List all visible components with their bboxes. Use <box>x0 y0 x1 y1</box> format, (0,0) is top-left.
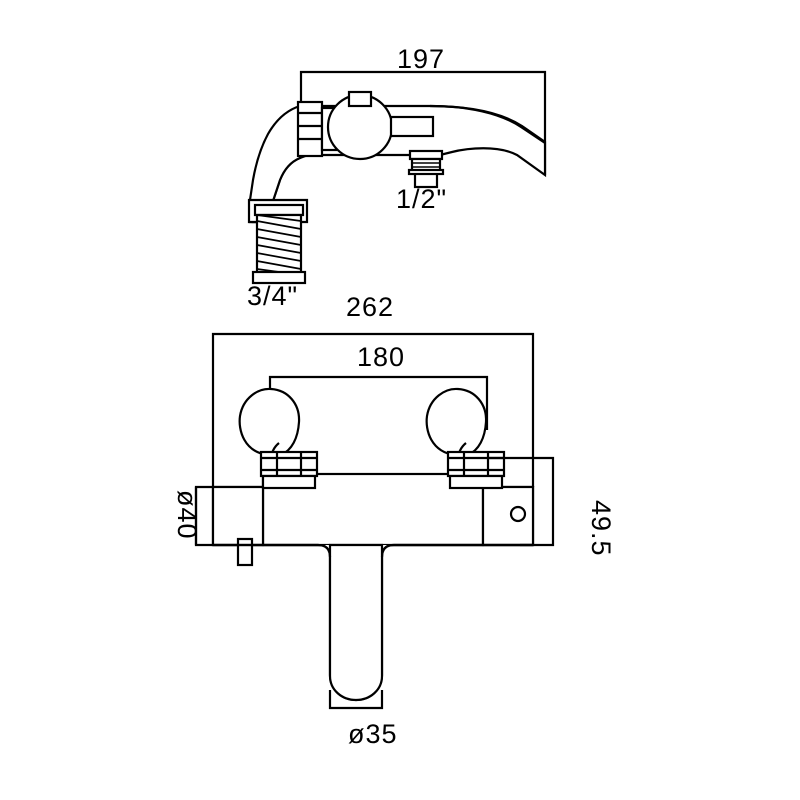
spout-tube <box>328 543 384 702</box>
diverter-spindle-stub <box>236 537 254 567</box>
handle-left[interactable] <box>238 387 319 490</box>
dimension-label-262: 262 <box>346 292 394 322</box>
dimension-label-197: 197 <box>397 44 445 74</box>
dimension-197-bracket <box>299 70 547 175</box>
dimension-label-d35: ø35 <box>348 719 398 749</box>
dimension-label-180: 180 <box>357 342 405 372</box>
body-underside-left <box>213 543 332 558</box>
handle-left-base <box>261 474 317 490</box>
dimension-262-bracket <box>211 332 535 487</box>
dimension-49-5-bracket <box>487 456 555 547</box>
dimension-label-half-inch: 1/2" <box>396 184 447 214</box>
handle-right-collar <box>446 450 506 478</box>
spout-top-curve <box>429 104 546 144</box>
inlet-nipple <box>407 149 445 189</box>
body-underside-right <box>380 543 533 558</box>
dimension-label-d40: ø40 <box>172 490 202 540</box>
body-left-end-cap <box>211 485 265 547</box>
handle-right-base <box>448 474 504 490</box>
screw-hole <box>509 505 527 523</box>
valve-knob <box>326 90 435 161</box>
handle-left-collar <box>259 450 319 478</box>
dimension-label-three-quarter-inch: 3/4" <box>247 281 298 311</box>
dimension-d40-bracket <box>194 485 213 547</box>
hose-connector <box>251 203 307 285</box>
side-elevation-view: 197 1/2" 3/4" <box>247 44 547 311</box>
dimension-label-49-5: 49.5 <box>586 500 616 557</box>
front-elevation-view: 262 180 49.5 ø40 ø35 <box>172 292 616 749</box>
dimension-d35-bracket <box>328 690 384 710</box>
